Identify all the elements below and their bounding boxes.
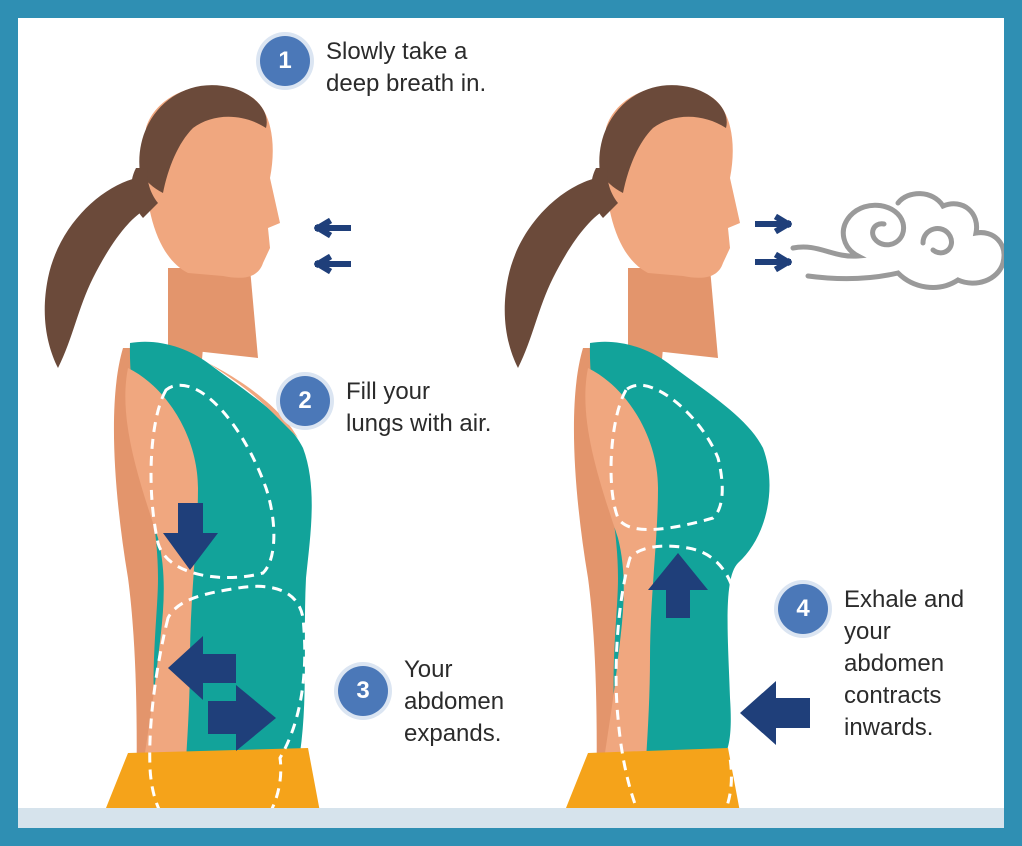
inhale-arrow-icon — [318, 222, 348, 270]
step-2: 2 Fill your lungs with air. — [280, 376, 491, 440]
exhale-arrow-icon — [758, 218, 788, 268]
footer-strip — [18, 808, 1004, 828]
step-4: 4 Exhale and your abdomen contracts inwa… — [778, 584, 964, 744]
step-3-text: Your abdomen expands. — [404, 654, 504, 750]
step-1-text: Slowly take a deep breath in. — [326, 36, 486, 100]
step-3-badge: 3 — [338, 666, 388, 716]
step-2-text: Fill your lungs with air. — [346, 376, 491, 440]
step-2-badge: 2 — [280, 376, 330, 426]
step-3: 3 Your abdomen expands. — [338, 654, 504, 750]
step-4-badge: 4 — [778, 584, 828, 634]
diagram-panel: 1 Slowly take a deep breath in. 2 Fill y… — [18, 18, 1004, 828]
step-1-badge: 1 — [260, 36, 310, 86]
step-1: 1 Slowly take a deep breath in. — [260, 36, 486, 100]
figure-inhale — [45, 85, 348, 828]
step-4-text: Exhale and your abdomen contracts inward… — [844, 584, 964, 744]
breath-cloud-icon — [793, 194, 1004, 288]
